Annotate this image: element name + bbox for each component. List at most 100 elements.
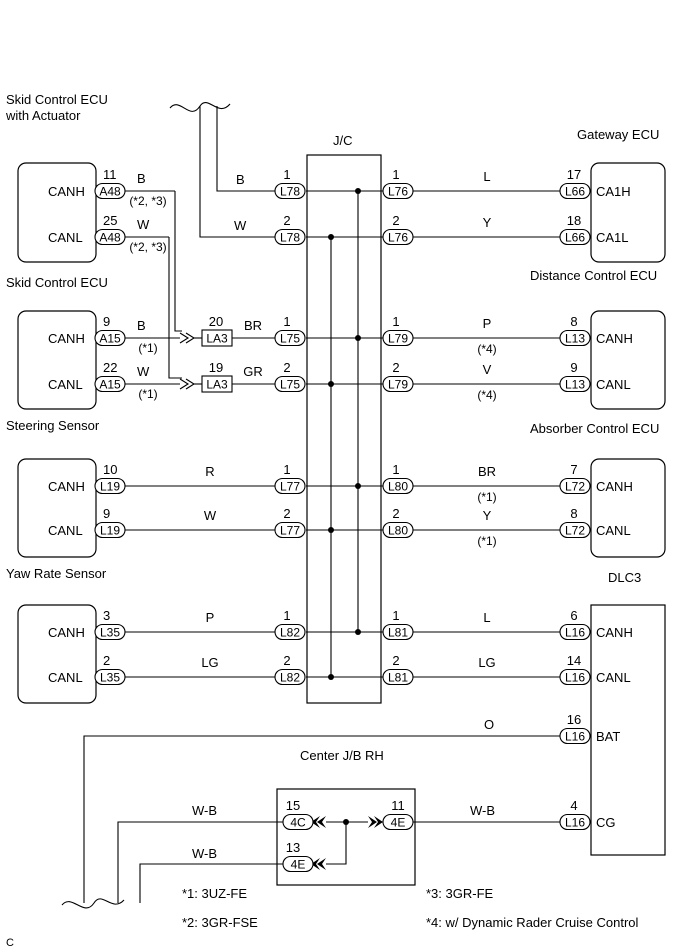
left-pin-number-r3: 9 [103, 314, 110, 329]
right-connector-r3-shape [559, 329, 591, 347]
left-pin-label-r1: CANH [48, 184, 85, 199]
jc-left-connector-r7-shape [274, 623, 306, 641]
jc-right-connector-r4: L79 [388, 378, 408, 392]
right-connector-r6-shape [559, 521, 591, 539]
jc-box [306, 154, 382, 704]
left-pin-label-r7: CANH [48, 625, 85, 640]
right-connector-r8: L16 [565, 671, 585, 685]
skid-actuator-title-line1: Skid Control ECU [6, 92, 108, 107]
right-wire-color-r6: Y [483, 508, 492, 523]
jc-right-connector-r7-shape [382, 623, 414, 641]
chevron-la3-19 [179, 378, 196, 390]
right-connector-r2-shape [559, 228, 591, 246]
wire-color-w-upper: W [234, 218, 247, 233]
right-pin-label-r4: CANL [596, 377, 631, 392]
jc-right-pin-number-r3: 1 [392, 314, 399, 329]
left-connector-r4-shape [94, 375, 126, 393]
inline-connector-r3: LA3 [206, 332, 228, 346]
left-wire-color-r1: B [137, 171, 146, 186]
right-connector-r4-shape [559, 375, 591, 393]
jc-left-wire-color-r3: BR [244, 318, 262, 333]
right-connector-r7: L16 [565, 626, 585, 640]
left-pin-number-r4: 22 [103, 360, 117, 375]
jc-left-connector-r6-shape [274, 521, 306, 539]
right-pin-number-r5: 7 [570, 462, 577, 477]
jc-left-connector-r5: L77 [280, 480, 300, 494]
left-wire-color-r6: W [204, 508, 217, 523]
wire-jb-4e-wb [139, 863, 284, 903]
absorber-ecu-title: Absorber Control ECU [530, 421, 659, 436]
left-wire-color-r8: LG [201, 655, 218, 670]
gateway-ecu-box [590, 162, 666, 263]
left-connector-r3-shape [94, 329, 126, 347]
chevron-jb-4e-right [368, 816, 383, 828]
distance-ecu-title: Distance Control ECU [530, 268, 657, 283]
jc-left-connector-r2-shape [274, 228, 306, 246]
wire-color-wb-1: W-B [192, 803, 217, 818]
jc-right-pin-number-r8: 2 [392, 653, 399, 668]
left-connector-r8: L35 [100, 671, 120, 685]
note-3: *3: 3GR-FE [426, 886, 494, 901]
jc-left-connector-r4: L75 [280, 378, 300, 392]
jb-connector-4e-13-shape [282, 855, 314, 873]
jc-left-pin-number-r8: 2 [283, 653, 290, 668]
jb-connector-4e-13: 4E [291, 858, 306, 872]
jc-right-pin-number-r4: 2 [392, 360, 399, 375]
jc-right-connector-r7: L81 [388, 626, 408, 640]
right-connector-r4: L13 [565, 378, 585, 392]
left-pin-number-r8: 2 [103, 653, 110, 668]
right-wire-color-r5: BR [478, 464, 496, 479]
left-connector-r8-shape [94, 668, 126, 686]
left-wire-color-r4: W [137, 364, 150, 379]
right-pin-number-r6: 8 [570, 506, 577, 521]
skid-actuator-title-line2: with Actuator [5, 108, 81, 123]
cg-connector: L16 [565, 816, 585, 830]
left-connector-r5-shape [94, 477, 126, 495]
left-pin-label-r5: CANH [48, 479, 85, 494]
wire-color-bat: O [484, 717, 494, 732]
right-pin-number-r4: 9 [570, 360, 577, 375]
jc-right-pin-number-r7: 1 [392, 608, 399, 623]
jc-right-pin-number-r2: 2 [392, 213, 399, 228]
jc-right-connector-r2-shape [382, 228, 414, 246]
bat-connector: L16 [565, 730, 585, 744]
skid-actuator-box [17, 162, 97, 263]
jc-left-pin-number-r1: 1 [283, 167, 290, 182]
jc-left-connector-r3: L75 [280, 332, 300, 346]
right-pin-label-r1: CA1H [596, 184, 631, 199]
jc-title: J/C [333, 133, 353, 148]
left-pin-number-r6: 9 [103, 506, 110, 521]
jb-pin-number-11: 11 [391, 798, 405, 813]
jc-right-connector-r6: L80 [388, 524, 408, 538]
right-connector-r6: L72 [565, 524, 585, 538]
jc-left-connector-r7: L82 [280, 626, 300, 640]
right-wire-note-r4: (*4) [477, 388, 496, 402]
center-jb-title: Center J/B RH [300, 748, 384, 763]
right-pin-number-r2: 18 [567, 213, 581, 228]
left-connector-r2: A48 [99, 231, 121, 245]
right-wire-note-r3: (*4) [477, 342, 496, 356]
jc-right-pin-number-r5: 1 [392, 462, 399, 477]
wire-break-to-l78-2 [199, 106, 275, 238]
inline-pin-number-r4: 19 [209, 360, 223, 375]
right-wire-color-r7: L [483, 610, 490, 625]
bat-connector-shape [559, 727, 591, 745]
jc-left-connector-r6: L77 [280, 524, 300, 538]
right-pin-label-r5: CANH [596, 479, 633, 494]
left-connector-r3: A15 [99, 332, 121, 346]
jc-left-connector-r8: L82 [280, 671, 300, 685]
yaw-rate-sensor-title: Yaw Rate Sensor [6, 566, 107, 581]
left-connector-r1-shape [94, 182, 126, 200]
absorber-ecu-box [590, 458, 666, 558]
left-connector-r5: L19 [100, 480, 120, 494]
right-connector-r5-shape [559, 477, 591, 495]
wire-a48-11-route [174, 191, 182, 332]
left-wire-color-r7: P [206, 610, 215, 625]
left-connector-r4: A15 [99, 378, 121, 392]
jb-connector-4e-11-shape [382, 813, 414, 831]
left-wire-note-r2: (*2, *3) [129, 240, 166, 254]
left-wire-note-r4: (*1) [138, 387, 157, 401]
jb-connector-4c: 4C [290, 816, 306, 830]
steering-sensor-box [17, 458, 97, 558]
left-pin-label-r4: CANL [48, 377, 83, 392]
